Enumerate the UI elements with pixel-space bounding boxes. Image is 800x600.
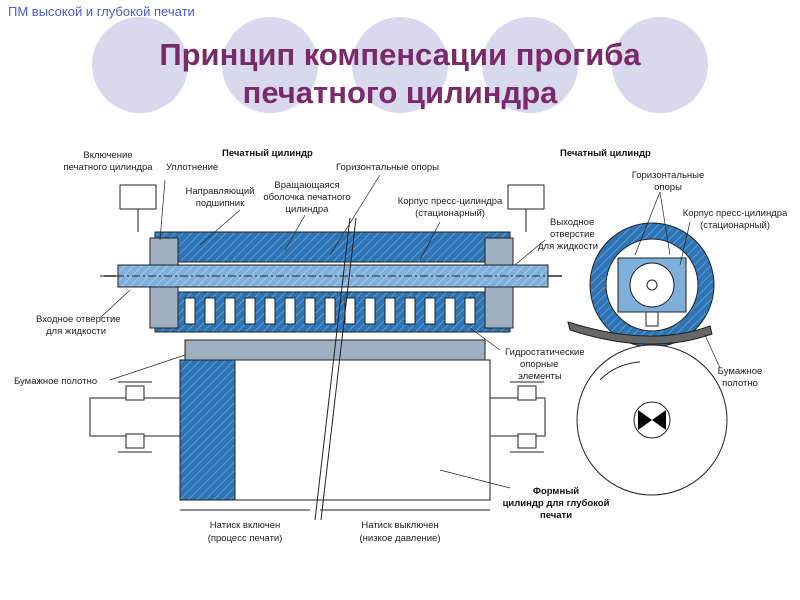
svg-text:Входное отверстие: Входное отверстие bbox=[36, 314, 121, 325]
svg-text:Гидростатические: Гидростатические bbox=[505, 347, 584, 358]
svg-text:Выходное: Выходное bbox=[550, 217, 594, 228]
svg-text:(процесс печати): (процесс печати) bbox=[208, 533, 283, 544]
svg-text:(низкое давление): (низкое давление) bbox=[359, 533, 440, 544]
slide-title: Принцип компенсации прогиба печатного ци… bbox=[0, 36, 800, 112]
deco-circle bbox=[92, 17, 188, 113]
label-housing-1: Корпус пресс-цилиндра bbox=[398, 196, 503, 207]
label-nip-off-2: (низкое давление) bbox=[359, 533, 440, 544]
svg-text:Бумажное полотно: Бумажное полотно bbox=[14, 376, 97, 387]
label-rotating-1: Вращающаяся bbox=[274, 180, 339, 191]
svg-text:Печатный цилиндр: Печатный цилиндр bbox=[560, 148, 651, 159]
activation-box-right bbox=[507, 184, 545, 210]
cross-section bbox=[567, 222, 728, 496]
label-hydro-2: опорные bbox=[520, 359, 558, 370]
label-inlet-1: Входное отверстие bbox=[36, 314, 121, 325]
svg-text:Формный: Формный bbox=[533, 486, 579, 497]
label-right-paper-1: Бумажное bbox=[718, 366, 763, 377]
svg-text:полотно: полотно bbox=[722, 378, 758, 389]
label-right-print-cylinder: Печатный цилиндр bbox=[560, 148, 651, 159]
label-right-housing-1: Корпус пресс-цилиндра bbox=[683, 208, 788, 219]
svg-text:опоры: опоры bbox=[654, 182, 682, 193]
deco-circle bbox=[482, 17, 578, 113]
deco-circle bbox=[222, 17, 318, 113]
label-right-horiz-1: Горизонтальные bbox=[632, 170, 705, 181]
label-forme-1: Формный bbox=[533, 486, 579, 497]
svg-text:Горизонтальные опоры: Горизонтальные опоры bbox=[336, 162, 439, 173]
label-guide-2: подшипник bbox=[196, 198, 245, 209]
svg-text:Натиск выключен: Натиск выключен bbox=[361, 520, 438, 531]
label-outlet-1: Выходное bbox=[550, 217, 594, 228]
svg-text:Уплотнение: Уплотнение bbox=[166, 162, 218, 173]
svg-text:Направляющий: Направляющий bbox=[186, 186, 255, 197]
deco-circle bbox=[352, 17, 448, 113]
label-right-horiz-2: опоры bbox=[654, 182, 682, 193]
press-cylinder-assembly bbox=[89, 184, 562, 521]
title-line-2: печатного цилиндра bbox=[242, 75, 558, 110]
label-hydro-3: элементы bbox=[518, 371, 562, 382]
svg-text:элементы: элементы bbox=[518, 371, 562, 382]
svg-text:цилиндр для глубокой: цилиндр для глубокой bbox=[503, 498, 610, 509]
svg-text:Печатный цилиндр: Печатный цилиндр bbox=[222, 148, 313, 159]
svg-text:(стационарный): (стационарный) bbox=[700, 220, 770, 231]
section-label: ПМ высокой и глубокой печати bbox=[8, 4, 195, 19]
label-seal: Уплотнение bbox=[166, 162, 218, 173]
title-line-1: Принцип компенсации прогиба bbox=[159, 37, 641, 72]
svg-text:Натиск включен: Натиск включен bbox=[210, 520, 280, 531]
label-outlet-2: отверстие bbox=[550, 229, 595, 240]
label-activation-2: печатного цилиндра bbox=[63, 162, 153, 173]
hydrostatic-elements bbox=[184, 297, 476, 325]
label-nip-on-1: Натиск включен bbox=[210, 520, 280, 531]
bearings bbox=[118, 381, 544, 453]
diagram-labels: Включение печатного цилиндра Уплотнение … bbox=[14, 148, 788, 544]
svg-text:Корпус пресс-цилиндра: Корпус пресс-цилиндра bbox=[683, 208, 788, 219]
label-forme-3: печати bbox=[540, 510, 572, 521]
svg-text:Бумажное: Бумажное bbox=[718, 366, 763, 377]
label-rotating-3: цилиндра bbox=[286, 204, 330, 215]
svg-text:Вращающаяся: Вращающаяся bbox=[274, 180, 339, 191]
svg-text:Корпус пресс-цилиндра: Корпус пресс-цилиндра bbox=[398, 196, 503, 207]
label-inlet-2: для жидкости bbox=[46, 326, 106, 337]
svg-text:для жидкости: для жидкости bbox=[538, 241, 598, 252]
housing-top bbox=[154, 231, 511, 263]
svg-text:опорные: опорные bbox=[520, 359, 558, 370]
forme-cylinder-hatched bbox=[179, 359, 236, 501]
svg-text:Горизонтальные: Горизонтальные bbox=[632, 170, 705, 181]
label-paper-web: Бумажное полотно bbox=[14, 376, 97, 387]
label-guide-1: Направляющий bbox=[186, 186, 255, 197]
svg-text:(стационарный): (стационарный) bbox=[415, 208, 485, 219]
decorative-circles bbox=[92, 17, 708, 113]
label-outlet-3: для жидкости bbox=[538, 241, 598, 252]
label-right-housing-2: (стационарный) bbox=[700, 220, 770, 231]
svg-text:подшипник: подшипник bbox=[196, 198, 245, 209]
svg-text:для жидкости: для жидкости bbox=[46, 326, 106, 337]
svg-text:оболочка печатного: оболочка печатного bbox=[263, 192, 350, 203]
label-horizontal-supports: Горизонтальные опоры bbox=[336, 162, 439, 173]
svg-text:Включение: Включение bbox=[83, 150, 132, 161]
forme-shaft-left bbox=[89, 397, 181, 437]
label-nip-on-2: (процесс печати) bbox=[208, 533, 283, 544]
label-rotating-2: оболочка печатного bbox=[263, 192, 350, 203]
svg-text:печатного цилиндра: печатного цилиндра bbox=[63, 162, 153, 173]
svg-text:отверстие: отверстие bbox=[550, 229, 595, 240]
label-hydro-1: Гидростатические bbox=[505, 347, 584, 358]
paper-web bbox=[567, 321, 713, 345]
label-activation-1: Включение bbox=[83, 150, 132, 161]
label-right-paper-2: полотно bbox=[722, 378, 758, 389]
svg-text:печати: печати bbox=[540, 510, 572, 521]
label-housing-2: (стационарный) bbox=[415, 208, 485, 219]
label-print-cylinder: Печатный цилиндр bbox=[222, 148, 313, 159]
activation-box bbox=[119, 184, 157, 210]
deco-circle bbox=[612, 17, 708, 113]
svg-text:цилиндра: цилиндра bbox=[286, 204, 330, 215]
forme-shaft-right bbox=[489, 397, 546, 437]
leader-lines bbox=[99, 174, 721, 489]
label-forme-2: цилиндр для глубокой bbox=[503, 498, 610, 509]
label-nip-off-1: Натиск выключен bbox=[361, 520, 438, 531]
